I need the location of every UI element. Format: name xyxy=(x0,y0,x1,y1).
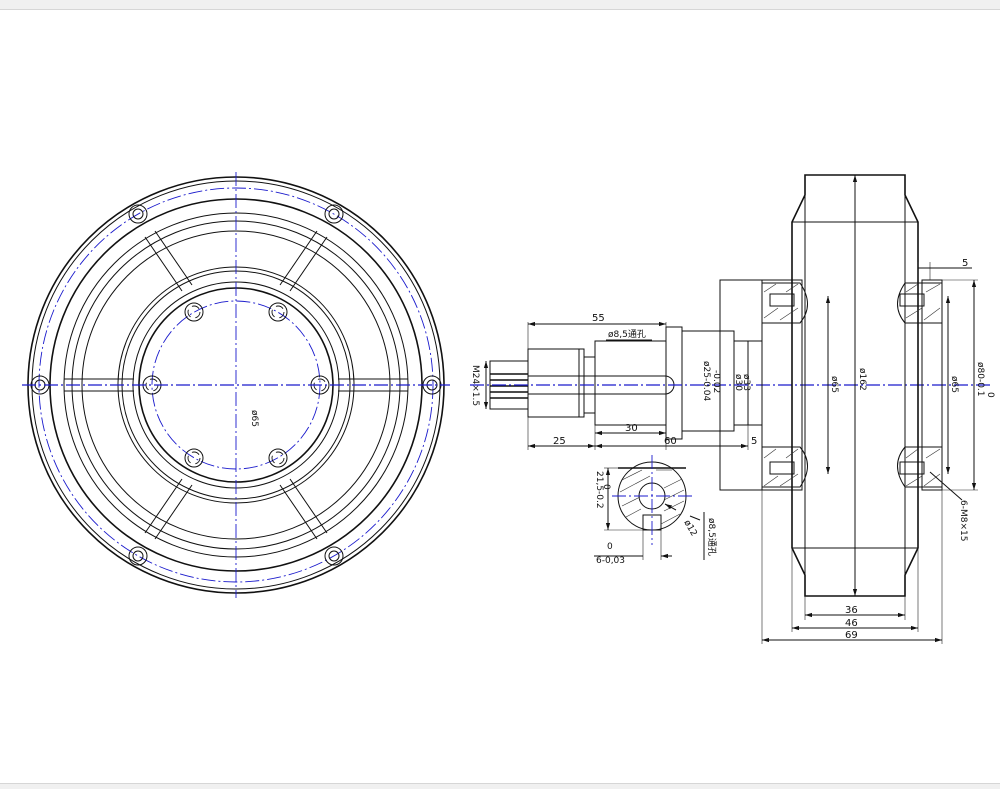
dim-55: 55 xyxy=(592,313,605,324)
dia-65: ø65 xyxy=(949,376,959,393)
front-view: ø65 xyxy=(22,172,450,598)
dim-30: 30 xyxy=(625,423,638,434)
shaft-view: M24×1.5 55 ø8,5通孔 30 25 60 5 ø25-0.04 -0… xyxy=(470,313,990,450)
dim-5: 5 xyxy=(751,436,757,447)
dia-162: ø162 xyxy=(857,368,867,391)
dim-5-top: 5 xyxy=(962,258,968,269)
side-view: ø162 ø65 ø65 ø80-0.1 0 5 6-M8×15 36 46 6… xyxy=(719,174,995,644)
dia-80: ø80-0.1 xyxy=(975,362,985,397)
dia-65-inner: ø65 xyxy=(829,376,839,393)
dim-21-5-tol: 0 xyxy=(601,484,611,490)
dia-12-label: ø12 xyxy=(681,519,698,539)
section-hole-label: ø8,5通孔 xyxy=(706,518,717,556)
shaft-hole-label: ø8,5通孔 xyxy=(608,329,646,340)
dim-36: 36 xyxy=(845,605,858,616)
spokes xyxy=(64,230,408,540)
dim-46: 46 xyxy=(845,618,858,629)
dia-30-label: ø30 xyxy=(733,374,743,391)
dia-25-label: ø25-0.04 xyxy=(701,361,711,402)
top-bar xyxy=(0,0,1000,10)
dia-33-label: ø33 xyxy=(741,374,751,391)
dim-6-tol: 0 xyxy=(607,542,613,552)
dim-25: 25 xyxy=(553,436,566,447)
bottom-bar xyxy=(0,783,1000,789)
dia-80-tol: 0 xyxy=(985,392,995,398)
dim-6: 6-0,03 xyxy=(596,556,625,566)
dim-21-5: 21,5-0.2 xyxy=(594,471,604,509)
dia-25-tol: -0.02 xyxy=(711,370,721,393)
pcd-label: ø65 xyxy=(249,410,259,427)
dim-69: 69 xyxy=(845,630,858,641)
thread-label: M24×1.5 xyxy=(470,365,480,406)
section-view: 21,5-0.2 0 0 6-0,03 ø12 ø8,5通孔 xyxy=(594,455,717,566)
bolt-label: 6-M8×15 xyxy=(958,500,968,541)
dim-60: 60 xyxy=(664,436,677,447)
